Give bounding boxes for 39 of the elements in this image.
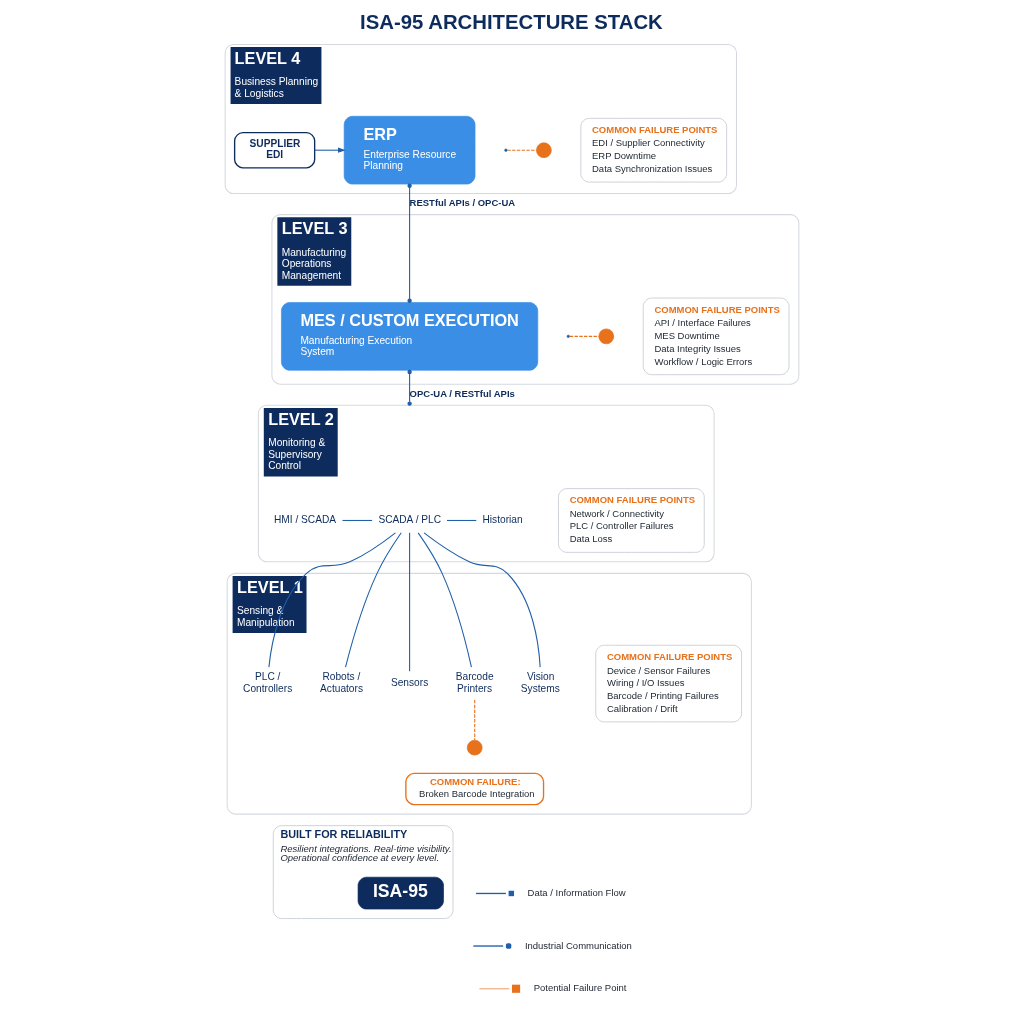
- connector: [345, 532, 402, 668]
- node-box: COMMON FAILURE POINTS Network / Connectivity PLC / Controller Failures Data Loss: [558, 488, 705, 553]
- legend-label: Industrial Communication: [524, 939, 632, 951]
- connector: [423, 532, 541, 668]
- connector: [506, 149, 537, 151]
- node-circle: [536, 142, 552, 158]
- connector: [268, 532, 396, 668]
- node-text: Barcode Printers: [455, 671, 494, 694]
- node-text: Robots / Actuators: [320, 671, 363, 694]
- node-box: COMMON FAILURE POINTS API / Interface Failures MES Downtime Data Integrity Issues Workflow / Logic Errors: [642, 297, 790, 376]
- connector: [407, 369, 412, 406]
- connector: [474, 699, 476, 741]
- edge-label: RESTful APIs / OPC-UA: [409, 196, 516, 208]
- node-text: Sensors: [390, 676, 429, 688]
- diagram-title: ISA-95 ARCHITECTURE STACK: [360, 11, 663, 34]
- arrow: [314, 147, 346, 153]
- node-box: COMMON FAILURE POINTS Device / Sensor Failures Wiring / I/O Issues Barcode / Printing Failures Calibration / Drift: [595, 644, 742, 723]
- connector: [417, 532, 472, 668]
- legend-label: Potential Failure Point: [533, 982, 627, 994]
- node-text: Vision Systems: [520, 671, 560, 694]
- node-circle: [466, 739, 483, 756]
- node-text: PLC / Controllers: [243, 671, 293, 694]
- legend-label: Data / Information Flow: [527, 886, 626, 898]
- node-box: SUPPLIER EDI: [233, 131, 316, 169]
- connector: [569, 335, 600, 337]
- connector: [409, 532, 411, 672]
- node-text: Historian: [482, 513, 523, 525]
- node-box: ERP Enterprise Resource Planning: [343, 115, 476, 185]
- node-box: COMMON FAILURE: Broken Barcode Integration: [405, 772, 545, 806]
- connector: [446, 519, 477, 522]
- connector: [341, 519, 373, 522]
- node-text: SCADA / PLC: [378, 513, 442, 525]
- node-circle: [598, 328, 615, 345]
- connector: [407, 183, 412, 303]
- node-box: ISA-95: [357, 876, 444, 910]
- node-text: HMI / SCADA: [273, 513, 337, 525]
- edge-label: OPC-UA / RESTful APIs: [409, 387, 515, 399]
- node-box: COMMON FAILURE POINTS EDI / Supplier Connectivity ERP Downtime Data Synchronization Issues: [580, 117, 728, 183]
- node-box: MES / CUSTOM EXECUTION Manufacturing Execution System: [281, 302, 539, 371]
